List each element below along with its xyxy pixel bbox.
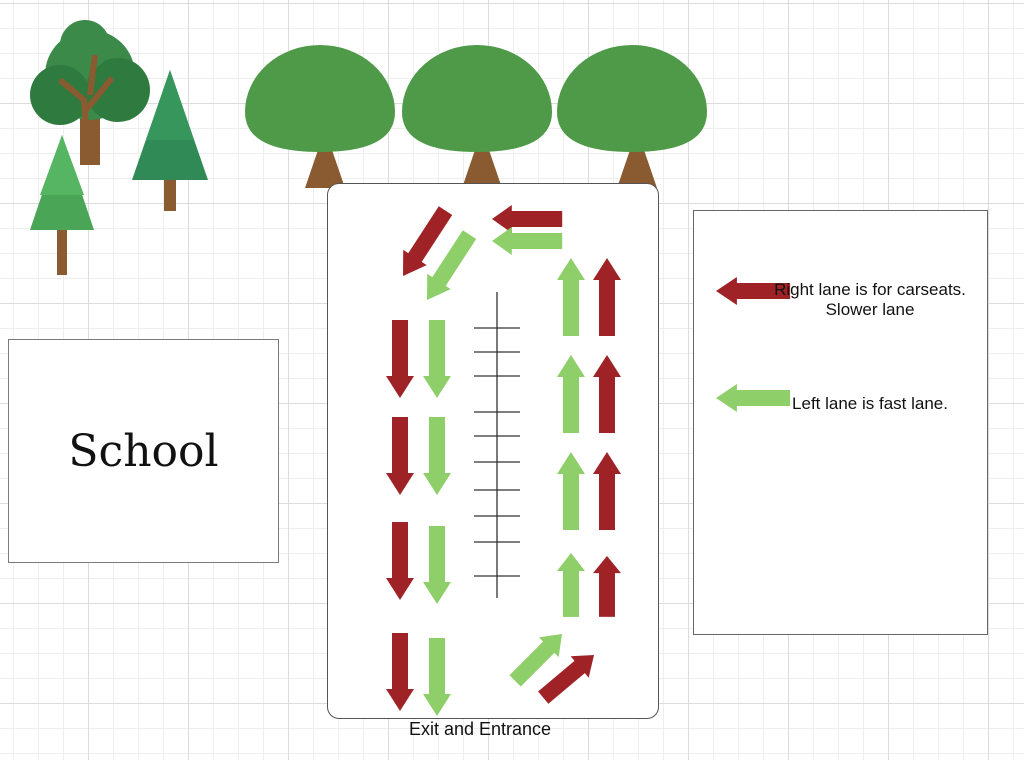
left-lane-arrow: [423, 638, 451, 716]
right-lane-arrow: [593, 355, 621, 433]
right-lane-arrow: [386, 522, 414, 600]
left-lane-arrow: [423, 526, 451, 604]
left-lane-arrow: [557, 553, 585, 617]
right-lane-arrow: [386, 633, 414, 711]
pine-tree-icon: [30, 135, 94, 275]
right-lane-arrow: [492, 205, 563, 233]
school-building: School: [8, 339, 279, 563]
left-lane-arrow: [557, 355, 585, 433]
right-lane-arrow: [386, 417, 414, 495]
left-lane-arrow: [492, 227, 563, 255]
parking-divider: [474, 292, 520, 598]
exit-entrance-label: Exit and Entrance: [408, 719, 552, 739]
pine-tree-icon: [132, 70, 208, 211]
legend-panel: [693, 210, 988, 635]
legend-left-lane-text: Left lane is fast lane.: [792, 394, 948, 413]
deciduous-tree-icon: [402, 45, 552, 188]
deciduous-tree-large-icon: [30, 20, 150, 165]
right-lane-arrow: [386, 320, 414, 398]
school-label: School: [68, 425, 219, 477]
right-lane-arrow: [593, 556, 621, 617]
left-lane-arrow: [423, 320, 451, 398]
left-lane-arrow: [423, 417, 451, 495]
left-lane-arrow: [557, 258, 585, 336]
left-lane-arrow: [557, 452, 585, 530]
legend-right-lane-text: Right lane is for carseats. Slower lane: [774, 280, 966, 319]
deciduous-tree-icon: [245, 45, 395, 188]
right-lane-arrow: [593, 452, 621, 530]
deciduous-tree-icon: [557, 45, 707, 188]
right-lane-arrow: [593, 258, 621, 336]
